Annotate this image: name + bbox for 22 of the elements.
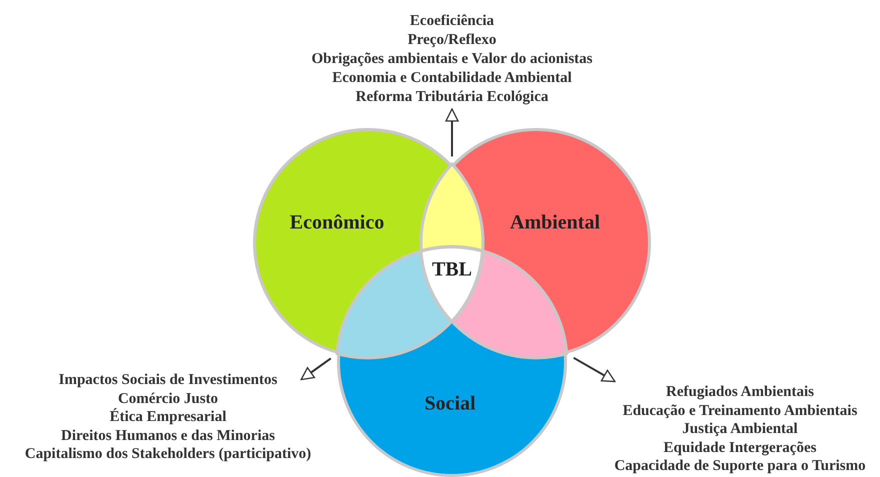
topic-text: Reforma Tributária Ecológica xyxy=(354,88,550,107)
circle-label: Econômico xyxy=(290,212,384,234)
arrow xyxy=(445,108,459,156)
arrow xyxy=(300,358,332,380)
topic-text: Obrigações ambientais e Valor do acionistas xyxy=(310,50,594,69)
topic-text: Ética Empresarial xyxy=(108,408,228,426)
topic-text: Equidade Intergerações xyxy=(662,438,818,457)
arrow xyxy=(573,356,616,382)
topic-text: Ecoeficiência xyxy=(408,12,496,31)
topic-text: Impactos Sociais de Investimentos xyxy=(58,371,278,390)
topic-text: Economia e Contabilidade Ambiental xyxy=(331,69,573,88)
topic-text: Refugiados Ambientais xyxy=(665,383,815,402)
topic-text: Direitos Humanos e das Minorias xyxy=(60,426,276,445)
topic-text: Educação e Treinamento Ambientais xyxy=(622,402,858,420)
topic-text: Preço/Reflexo xyxy=(406,31,498,50)
topic-text: Justiça Ambiental xyxy=(681,420,799,438)
topic-text: Capitalismo dos Stakeholders (participativo) xyxy=(24,445,312,464)
topic-text: Capacidade de Suporte para o Turismo xyxy=(613,457,867,476)
circle-label: Social xyxy=(424,392,476,416)
topic-text: Comércio Justo xyxy=(116,390,220,408)
center-label: TBL xyxy=(432,258,472,282)
circle-label: Ambiental xyxy=(510,212,600,234)
